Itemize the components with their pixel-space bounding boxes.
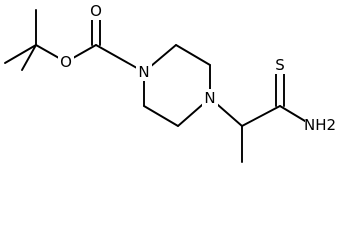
bond-ring-top <box>175 44 211 66</box>
atom-oxygen-carbonyl: O <box>88 2 104 20</box>
atom-label-amide-nitrogen: NH2 <box>304 116 336 134</box>
atom-oxygen-ether: O <box>58 53 74 71</box>
atom-nitrogen-4: N <box>202 89 218 107</box>
atom-label-nitrogen-4: N <box>204 89 215 107</box>
atom-sulfur: S <box>272 56 288 74</box>
structure-diagram: O O N N S NH2 <box>4 2 336 163</box>
atom-label-oxygen-ether: O <box>60 53 72 71</box>
bond-ch-thio-carbon <box>241 105 281 127</box>
atom-label-nitrogen-1: N <box>138 63 149 81</box>
atom-layer: O O N N S NH2 <box>58 2 336 134</box>
bond-ring-bottom <box>143 105 179 127</box>
atom-label-oxygen-carbonyl: O <box>90 2 102 20</box>
bond-layer <box>4 9 311 163</box>
atom-amide-nitrogen: NH2 <box>304 116 336 134</box>
atom-nitrogen-1: N <box>136 63 152 81</box>
bond-tbutyl-methyl-bottom <box>21 44 37 71</box>
bond-tbutyl-methyl-left <box>4 44 37 64</box>
atom-label-sulfur: S <box>275 56 285 74</box>
